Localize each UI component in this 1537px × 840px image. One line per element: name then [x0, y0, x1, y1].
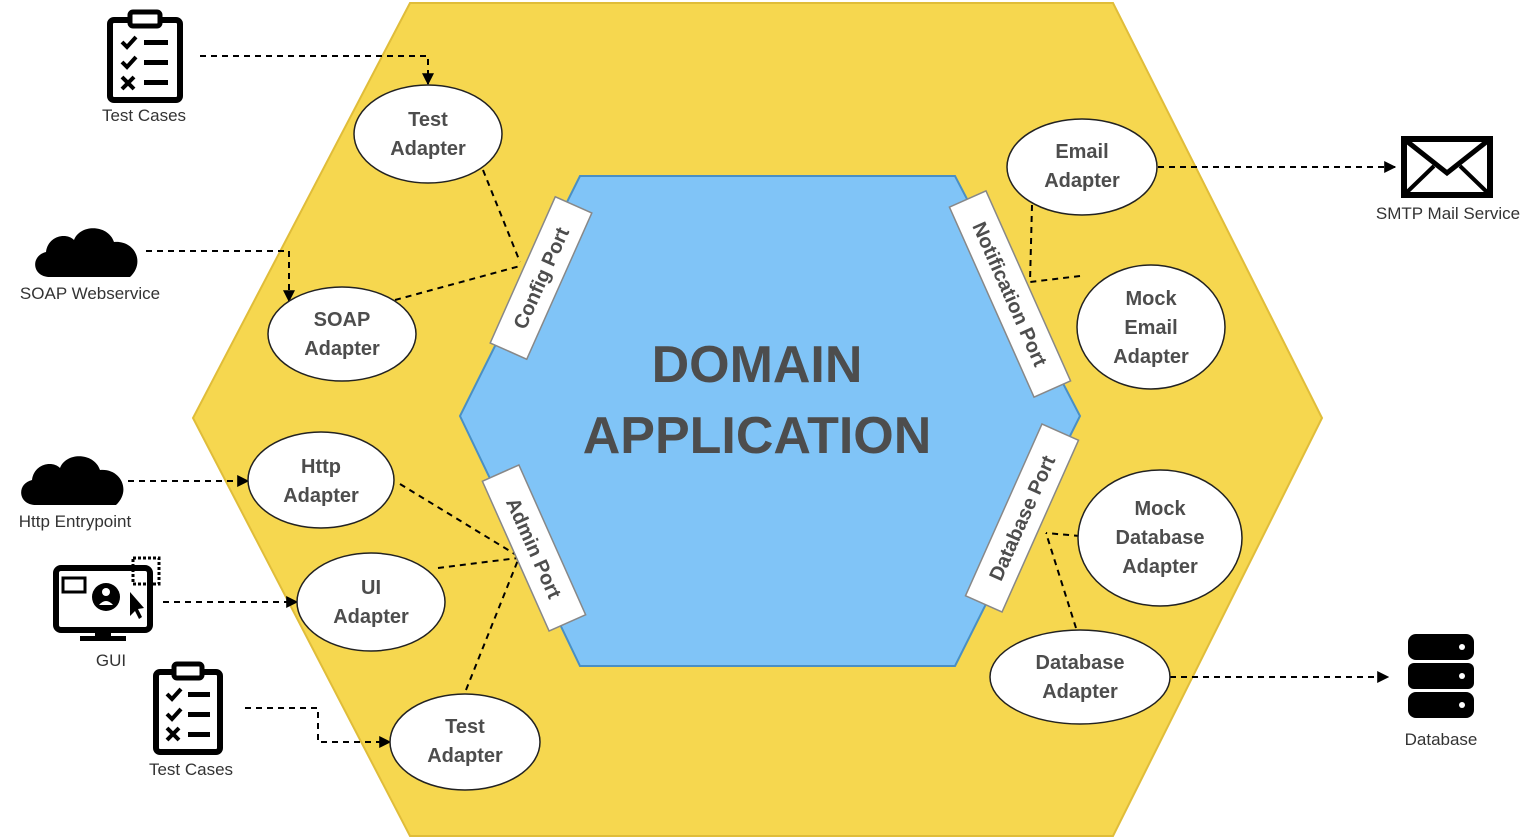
ui-adapter: UI Adapter [296, 552, 446, 652]
svg-text:UI: UI [361, 577, 381, 599]
svg-text:Adapter: Adapter [333, 606, 409, 628]
svg-text:Adapter: Adapter [1113, 346, 1189, 368]
clipboard-checklist-icon [107, 9, 183, 103]
connector-soap-webservice-to-soap-adapter [146, 250, 295, 303]
test-cases-top: Test Cases [102, 9, 186, 125]
http-entrypoint: Http Entrypoint [19, 456, 132, 531]
svg-text:Adapter: Adapter [1044, 170, 1120, 192]
clipboard-checklist-icon [153, 661, 223, 755]
svg-text:Email: Email [1124, 317, 1177, 339]
connector-db-to-database-port [1045, 532, 1077, 629]
smtp-mail-service: SMTP Mail Service [1376, 136, 1520, 223]
database-adapter: Database Adapter [989, 629, 1171, 725]
svg-text:Adapter: Adapter [427, 745, 503, 767]
connector-test-top-to-config-port [482, 169, 521, 263]
svg-text:SOAP: SOAP [314, 309, 371, 331]
connector-testcases-bottom-to-test-adapter [245, 707, 392, 748]
admin-port: Admin Port [481, 463, 587, 633]
svg-text:Test: Test [445, 716, 485, 738]
connector-test-bottom-to-admin-port [465, 559, 519, 691]
connector-testcases-top-to-test-adapter [200, 55, 434, 86]
svg-text:GUI: GUI [96, 651, 126, 670]
cloud-icon [35, 228, 138, 277]
cloud-icon [21, 456, 124, 505]
svg-text:Test: Test [408, 109, 448, 131]
soap-adapter: SOAP Adapter [267, 286, 417, 382]
svg-text:Mock: Mock [1134, 498, 1186, 520]
test-cases-bottom: Test Cases [149, 661, 233, 779]
test-adapter-top: Test Adapter [353, 84, 503, 184]
svg-text:Database: Database [1036, 652, 1125, 674]
svg-text:Adapter: Adapter [1122, 556, 1198, 578]
mock-email-adapter: Mock Email Adapter [1076, 264, 1226, 390]
test-adapter-bottom: Test Adapter [389, 693, 541, 791]
svg-text:Http: Http [301, 456, 341, 478]
svg-text:Database: Database [1405, 730, 1478, 749]
mock-database-adapter: Mock Database Adapter [1077, 469, 1243, 607]
gui: GUI [53, 556, 161, 670]
database-icon [1408, 634, 1474, 718]
email-adapter: Email Adapter [1006, 118, 1158, 216]
monitor-user-icon [53, 556, 161, 641]
svg-text:Test Cases: Test Cases [149, 760, 233, 779]
svg-text:Http Entrypoint: Http Entrypoint [19, 512, 132, 531]
database-external: Database [1405, 634, 1478, 749]
connector-mockemail-to-notification-port [1029, 275, 1081, 283]
svg-text:SMTP Mail Service: SMTP Mail Service [1376, 204, 1520, 223]
domain-hexagon [458, 175, 1082, 667]
envelope-icon [1401, 136, 1493, 198]
svg-text:Test Cases: Test Cases [102, 106, 186, 125]
connector-mockdb-to-database-port [1045, 532, 1081, 537]
svg-text:Mock: Mock [1125, 288, 1177, 310]
svg-text:Adapter: Adapter [283, 485, 359, 507]
connector-email-to-notification-port [1029, 204, 1033, 283]
domain-title-line1: DOMAIN [652, 336, 863, 394]
connector-http-to-admin-port [399, 483, 519, 557]
soap-webservice: SOAP Webservice [20, 228, 160, 303]
svg-text:Adapter: Adapter [1042, 681, 1118, 703]
http-adapter: Http Adapter [247, 431, 395, 529]
domain-title-line2: APPLICATION [583, 407, 932, 465]
connector-ui-to-admin-port [437, 557, 519, 569]
svg-text:Email: Email [1055, 141, 1108, 163]
svg-text:Adapter: Adapter [304, 338, 380, 360]
svg-text:Adapter: Adapter [390, 138, 466, 160]
svg-text:Database: Database [1116, 527, 1205, 549]
svg-text:SOAP Webservice: SOAP Webservice [20, 284, 160, 303]
